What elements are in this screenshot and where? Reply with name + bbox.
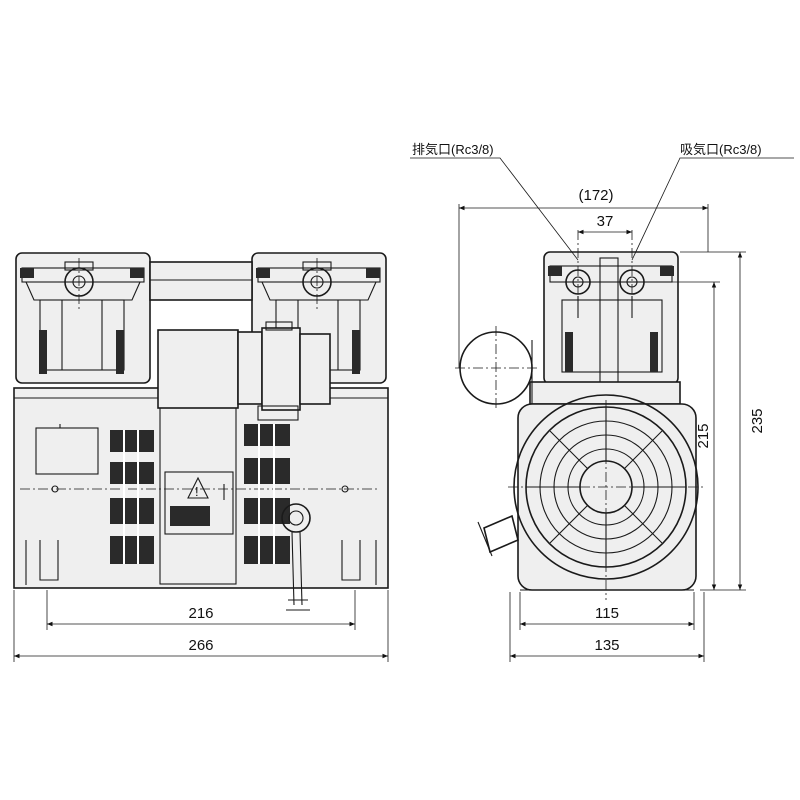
side-view: 排気口(Rc3/8) 吸気口(Rc3/8) (172) 37 215 bbox=[410, 142, 794, 662]
dimension-235: 235 bbox=[680, 251, 766, 591]
dimension-172-label: (172) bbox=[578, 187, 613, 204]
dimension-115-label: 115 bbox=[595, 605, 619, 622]
intake-port-label: 吸気口(Rc3/8) bbox=[680, 142, 762, 157]
side-capacitor bbox=[455, 326, 538, 412]
dimension-216-label: 216 bbox=[188, 605, 213, 622]
dimension-215-label: 215 bbox=[695, 423, 712, 448]
dimension-235-label: 235 bbox=[749, 408, 766, 433]
dimension-37-label: 37 bbox=[597, 213, 614, 230]
side-fan-cover bbox=[508, 394, 706, 600]
front-cable-gland bbox=[281, 503, 311, 611]
side-cable-gland bbox=[477, 514, 519, 557]
side-cylinder-head bbox=[543, 230, 679, 385]
side-base bbox=[529, 381, 681, 405]
dimension-266-label: 266 bbox=[188, 637, 213, 654]
front-manifold bbox=[149, 261, 253, 301]
front-motor-capacitor bbox=[157, 321, 331, 421]
dimension-135: 135 bbox=[509, 592, 705, 662]
exhaust-port-callout: 排気口(Rc3/8) bbox=[410, 142, 579, 261]
dimension-37: 37 bbox=[578, 213, 632, 235]
dimension-172: (172) bbox=[458, 187, 709, 368]
front-left-fins bbox=[110, 430, 154, 564]
dimension-266: 266 bbox=[13, 590, 389, 662]
dimension-216: 216 bbox=[46, 590, 356, 630]
front-crankcase: ! bbox=[13, 387, 389, 589]
svg-text:!: ! bbox=[195, 484, 199, 499]
dimension-135-label: 135 bbox=[594, 637, 619, 654]
dimension-215: 215 bbox=[660, 281, 720, 591]
intake-port-callout: 吸気口(Rc3/8) bbox=[631, 142, 794, 261]
front-right-fins bbox=[244, 424, 290, 564]
dimension-115: 115 bbox=[519, 592, 695, 630]
exhaust-port-label: 排気口(Rc3/8) bbox=[412, 142, 494, 157]
front-view: ! 216 bbox=[13, 252, 389, 662]
front-left-cylinder-head bbox=[15, 252, 151, 384]
